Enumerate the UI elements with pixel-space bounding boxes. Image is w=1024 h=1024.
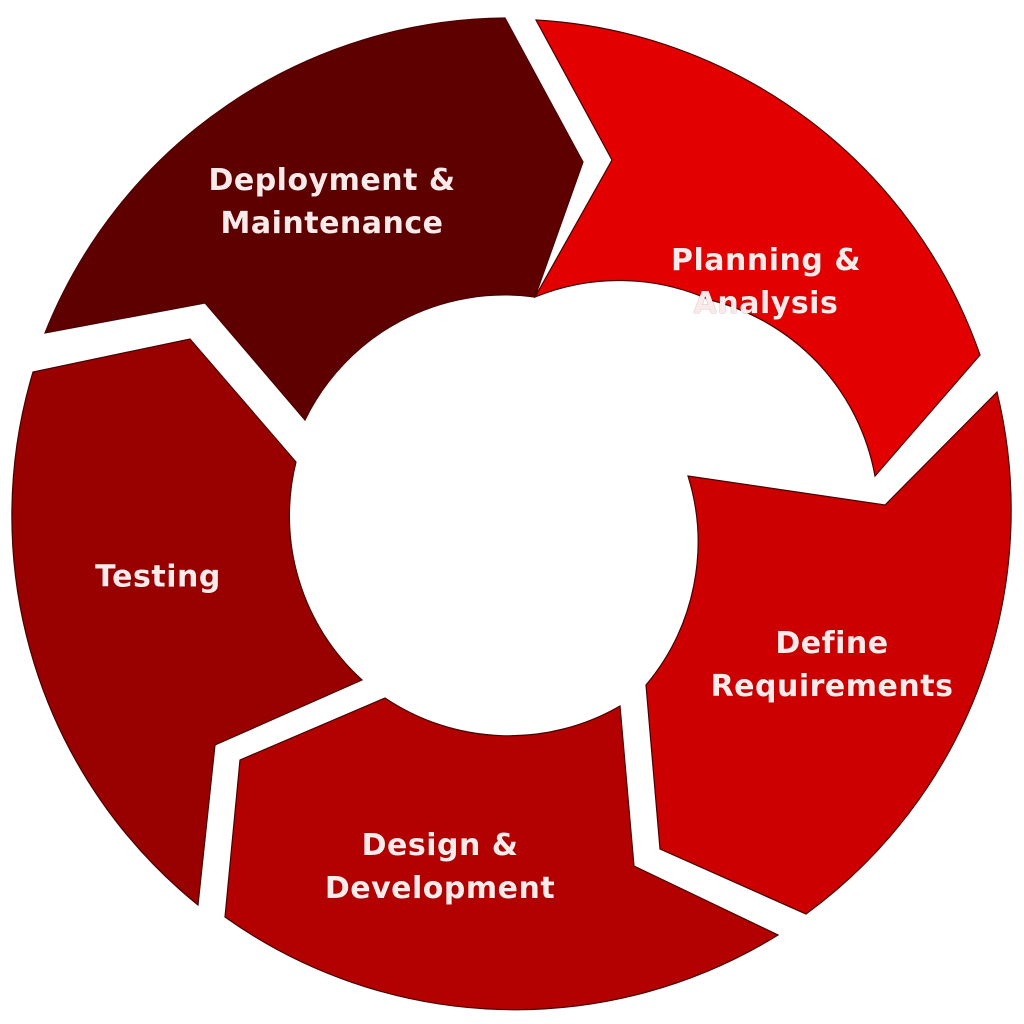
label-line-2: Analysis bbox=[693, 286, 839, 321]
label-line-1: Planning & bbox=[671, 243, 861, 278]
label-testing: Testing bbox=[95, 556, 221, 599]
label-line-2: Development bbox=[324, 871, 556, 906]
label-line-2: Maintenance bbox=[220, 206, 444, 241]
label-planning-analysis: Planning & Analysis bbox=[671, 239, 861, 325]
label-line-1: Deployment & bbox=[208, 163, 456, 198]
segment-define-requirements bbox=[645, 390, 1012, 915]
label-line-2: Requirements bbox=[710, 669, 954, 704]
label-line-1: Define bbox=[775, 626, 889, 661]
segment-testing bbox=[11, 338, 364, 907]
segment-design-development bbox=[224, 697, 780, 1011]
label-design-development: Design & Development bbox=[325, 824, 555, 910]
label-deployment-maintenance: Deployment & Maintenance bbox=[208, 159, 455, 245]
label-define-requirements: Define Requirements bbox=[711, 622, 954, 708]
label-line-1: Testing bbox=[95, 559, 221, 595]
segment-deployment-maintenance bbox=[44, 17, 584, 422]
label-line-1: Design & bbox=[361, 828, 519, 863]
segment-planning-analysis bbox=[533, 19, 981, 478]
